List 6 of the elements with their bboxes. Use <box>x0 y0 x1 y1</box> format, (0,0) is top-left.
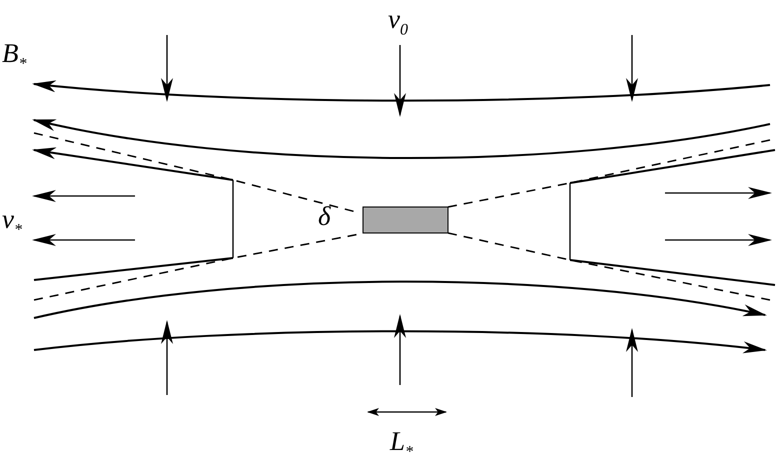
diffusion-region <box>362 206 448 234</box>
math-label: L$_{*}$ <box>390 428 414 460</box>
math-label: v$_{*}$ <box>2 206 22 238</box>
math-label: B$_{*}$ <box>2 40 26 72</box>
math-label: v$_{0}$ <box>388 6 408 38</box>
math-label: δ <box>318 203 331 230</box>
